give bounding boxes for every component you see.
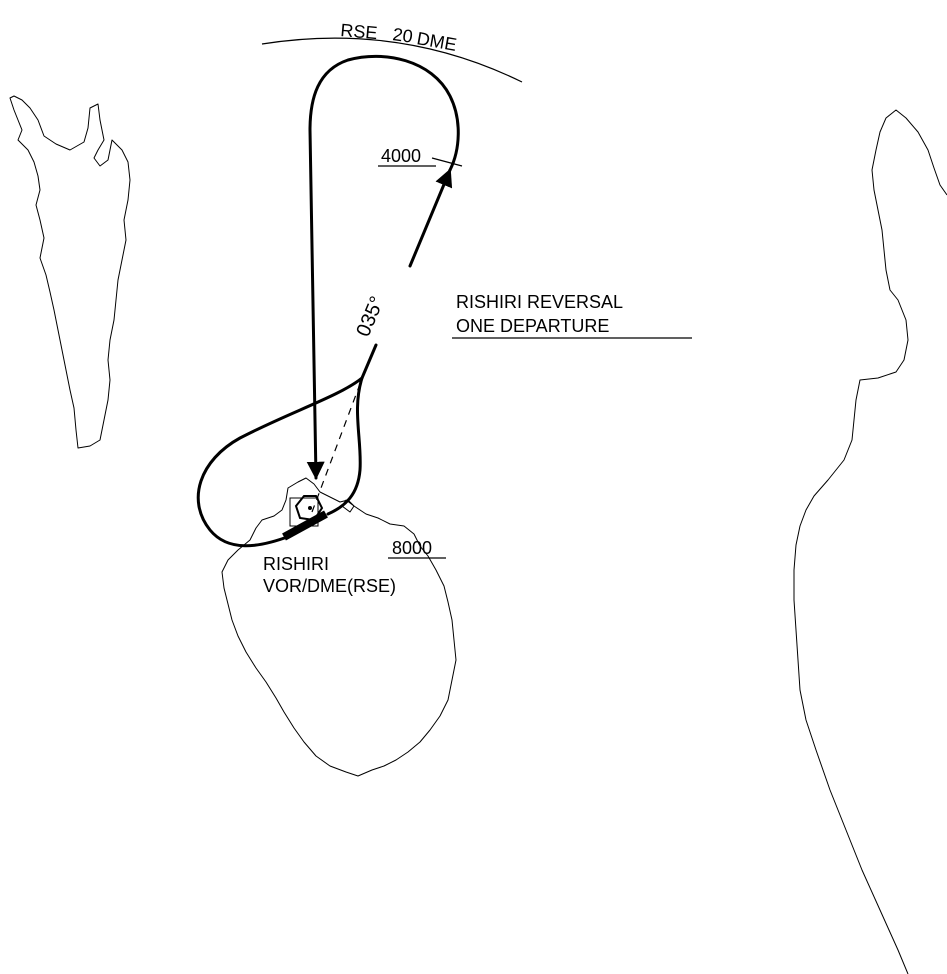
- altitude-fix-label: 4000: [381, 146, 421, 166]
- outbound-track-035: [360, 343, 378, 380]
- dme-square: [289, 497, 319, 527]
- navaid-elevation: 8000: [392, 538, 432, 558]
- holding-loop: [306, 54, 460, 480]
- vor-hexagon-icon: [294, 495, 324, 522]
- procedure-name-line1: RISHIRI REVERSAL: [456, 292, 623, 312]
- arc-label-distance: 20: [391, 24, 414, 47]
- navaid-type: VOR/DME(RSE): [263, 576, 396, 596]
- fix-tick: [431, 157, 463, 167]
- arc-label-navaid: RSE: [340, 20, 379, 43]
- navaid-name: RISHIRI: [263, 554, 329, 574]
- course-label: 035°: [352, 293, 388, 340]
- west-island-coastline: [9, 95, 131, 449]
- rishiri-island-coastline: [221, 477, 457, 777]
- vor-center-dot: [308, 506, 312, 510]
- reversal-turn: [196, 376, 364, 548]
- outbound-track-035-upper: [408, 168, 453, 268]
- direct-course: [311, 383, 361, 513]
- east-coastline: [793, 109, 947, 974]
- dme-arc: [261, 37, 523, 83]
- arc-label-unit: DME: [415, 28, 458, 55]
- procedure-name-line2: ONE DEPARTURE: [456, 316, 609, 336]
